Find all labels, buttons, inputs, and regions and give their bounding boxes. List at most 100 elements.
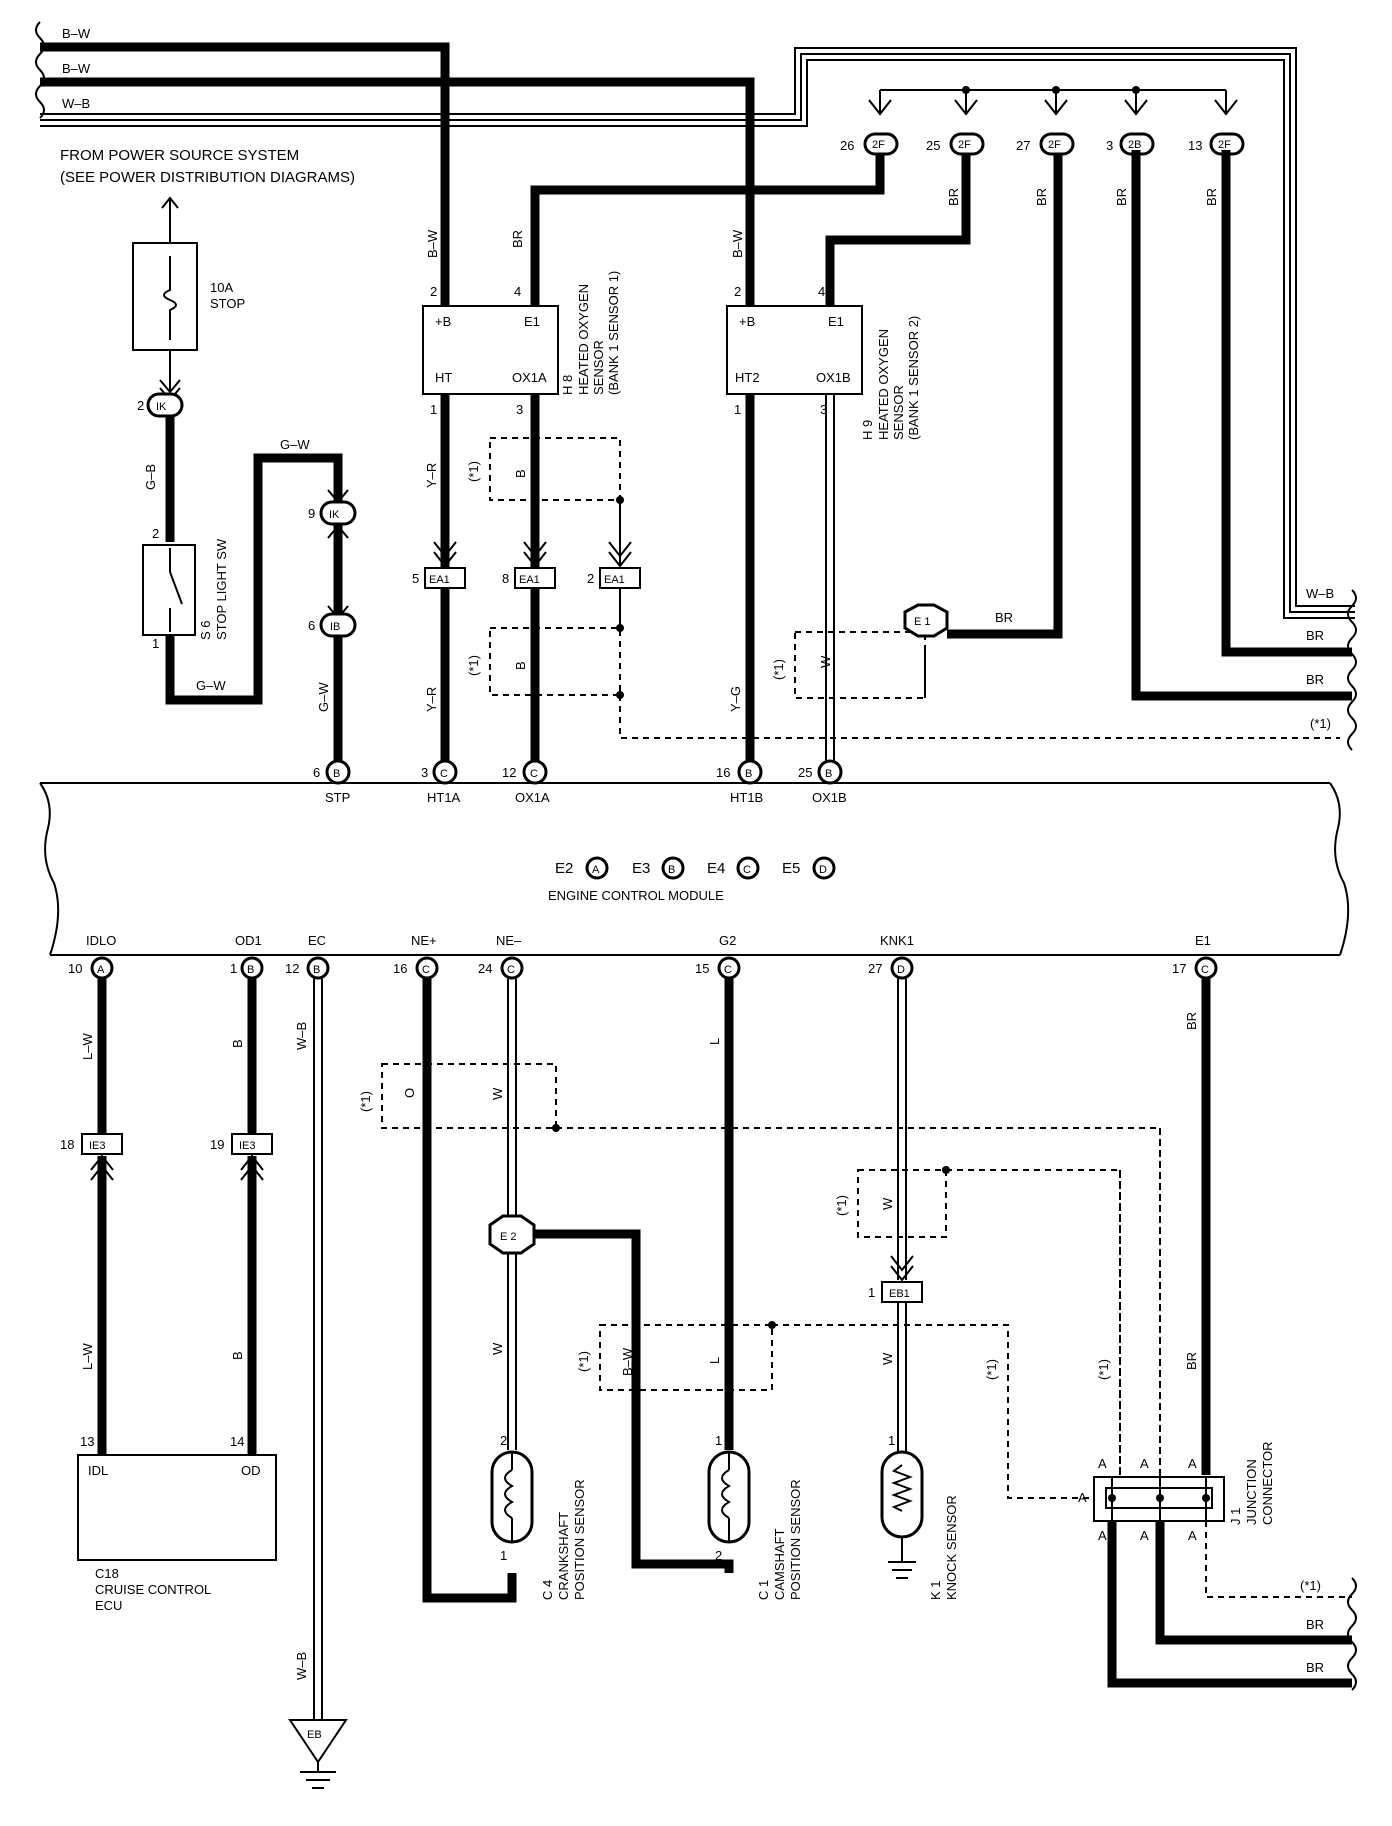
cam-line2: POSITION SENSOR	[788, 1479, 803, 1600]
wire-BR-e1: BR	[995, 610, 1013, 625]
ecm-conn-e4-letter: C	[743, 864, 751, 876]
crank-line2: POSITION SENSOR	[572, 1479, 587, 1600]
connector-IE3-19-label: IE3	[239, 1140, 256, 1152]
crank-line1: CRANKSHAFT	[556, 1512, 571, 1600]
break-mark-right-top	[1347, 589, 1357, 751]
knock-sensor-body	[880, 1450, 924, 1539]
ecm-label-g2: G2	[719, 933, 736, 948]
ecm-conn-e5-letter: D	[819, 864, 827, 876]
pin-15-g2: 15	[695, 961, 709, 976]
wire-W-B-ec-upper: W–B	[294, 1022, 309, 1050]
wire-L-cam: L	[707, 1357, 722, 1364]
pin-25-2f: 25	[926, 138, 940, 153]
connector-2F-13-label: 2F	[1218, 139, 1231, 151]
jc-a-top-1: A	[1098, 1456, 1107, 1471]
note-jc-right: (*1)	[1300, 1578, 1321, 1593]
pin-1-eb1: 1	[868, 1285, 875, 1300]
jc-a-top-3: A	[1188, 1456, 1197, 1471]
cruise-control-ecu-body	[77, 1454, 277, 1561]
ecm-pin-od1-conn: B	[247, 964, 254, 976]
shield-cam	[599, 1324, 773, 1391]
pin-12-ec: 12	[285, 961, 299, 976]
pin-19-ie3: 19	[210, 1137, 224, 1152]
connector-EB1-label: EB1	[889, 1288, 910, 1300]
jc-a-bot-2: A	[1140, 1528, 1149, 1543]
ecm-label-ht1a: HT1A	[427, 790, 461, 805]
h9-pin-plusb: +B	[739, 314, 755, 329]
h9-sensor-group: B–W 2 4 +B E1 HT2 OX1B H 9 HEATED OXYGEN…	[726, 150, 1063, 765]
knock-name: KNOCK SENSOR	[944, 1495, 959, 1600]
jc-id: J 1	[1228, 1508, 1243, 1525]
ecm-name: ENGINE CONTROL MODULE	[548, 888, 724, 903]
cam-id: C 1	[756, 1580, 771, 1600]
wire-BR-3: BR	[1114, 188, 1129, 206]
engine-control-module: E2 A E3 B E4 C E5 D ENGINE CONTROL MODUL…	[39, 782, 1350, 956]
connector-IK-top	[146, 392, 184, 418]
shield-knock-upper	[857, 1169, 947, 1238]
shield-crank-ground	[556, 1127, 1161, 1490]
wire-G-W-stp: G–W	[316, 682, 331, 712]
power-source-line1: FROM POWER SOURCE SYSTEM	[60, 147, 299, 164]
knock-sensor-circuit: (*1) W (*1) EB1 1 W 1 K 1 KNOCK SENSOR	[834, 978, 1121, 1600]
shield-cam-ground	[772, 1324, 1090, 1499]
connector-EA1-8-label: EA1	[519, 574, 540, 586]
ecm-pin-g2-conn: C	[724, 964, 732, 976]
wire-BR-right-2: BR	[1306, 672, 1324, 687]
ecm-conn-e4: E4	[707, 860, 725, 877]
pin-24-neminus: 24	[478, 961, 492, 976]
pin-16-neplus: 16	[393, 961, 407, 976]
connector-EA1-5-label: EA1	[429, 574, 450, 586]
pin-2-h8: 2	[430, 284, 437, 299]
pin-26-2f: 26	[840, 138, 854, 153]
knock-ground-icon	[888, 1537, 916, 1579]
ecm-pin-stp-conn: B	[333, 768, 340, 780]
wire-L-W-lower: L–W	[80, 1343, 95, 1370]
ground-eb-label: EB	[307, 1729, 322, 1741]
ecm-label-ec: EC	[308, 933, 326, 948]
crank-id: C 4	[540, 1580, 555, 1600]
cruise-line2: ECU	[95, 1598, 122, 1613]
bus-label-1: B–W	[62, 26, 91, 41]
pin-4-h8: 4	[514, 284, 521, 299]
junction-connector-circuit: BR BR A A A A A A A J 1 JUNCTION CONNECT…	[1078, 978, 1357, 1691]
ecm-pin-ec-conn: B	[313, 964, 320, 976]
ground-e2-label: E 2	[500, 1231, 517, 1243]
top-junction: 2F 26 2F 25 2F 27 2B 3 2F 13 BR BR BR BR…	[840, 86, 1357, 751]
ecm-conn-e2: E2	[555, 860, 573, 877]
pin-4-h9: 4	[818, 284, 825, 299]
ground-eb	[288, 1719, 348, 1764]
break-mark-right-bottom	[1347, 1577, 1357, 1691]
cam-coil-icon	[721, 1469, 732, 1519]
pin-1-k1: 1	[888, 1433, 895, 1448]
shield-h9	[794, 631, 926, 699]
wire-Y-G: Y–G	[728, 686, 743, 712]
jc-a-bot-1: A	[1098, 1528, 1107, 1543]
jc-line1: JUNCTION	[1244, 1459, 1259, 1525]
pin-2-h9: 2	[734, 284, 741, 299]
jc-a-left: A	[1078, 1490, 1087, 1505]
cruise-id: C18	[95, 1566, 119, 1581]
ec-ground-circuit: W–B W–B EB	[288, 978, 348, 1789]
h8-pin-plusb: +B	[435, 314, 451, 329]
power-source-line2: (SEE POWER DISTRIBUTION DIAGRAMS)	[60, 169, 355, 186]
ecm-conn-e5: E5	[782, 860, 800, 877]
wire-O-ne: O	[402, 1088, 417, 1098]
wire-BR-25: BR	[946, 188, 961, 206]
pin-1-c1: 1	[715, 1433, 722, 1448]
ground-e1-point	[903, 603, 949, 638]
h9-line2: SENSOR	[891, 385, 906, 440]
pin-1-s6: 1	[152, 636, 159, 651]
wire-L-g2: L	[707, 1038, 722, 1045]
ecm-pin-neminus-conn: C	[507, 964, 515, 976]
jc-a-top-2: A	[1140, 1456, 1149, 1471]
pin-9-ik: 9	[308, 506, 315, 521]
h9-pin-e1: E1	[828, 314, 844, 329]
connector-2F-27-label: 2F	[1048, 139, 1061, 151]
pin-27-knk1: 27	[868, 961, 882, 976]
wire-W-knk: W	[880, 1197, 895, 1210]
pin-1-h9: 1	[734, 402, 741, 417]
pin-25-ox1b: 25	[798, 765, 812, 780]
stop-light-name: STOP LIGHT SW	[214, 538, 229, 640]
connector-IE3-18-label: IE3	[89, 1140, 106, 1152]
pin-3-h8: 3	[516, 402, 523, 417]
